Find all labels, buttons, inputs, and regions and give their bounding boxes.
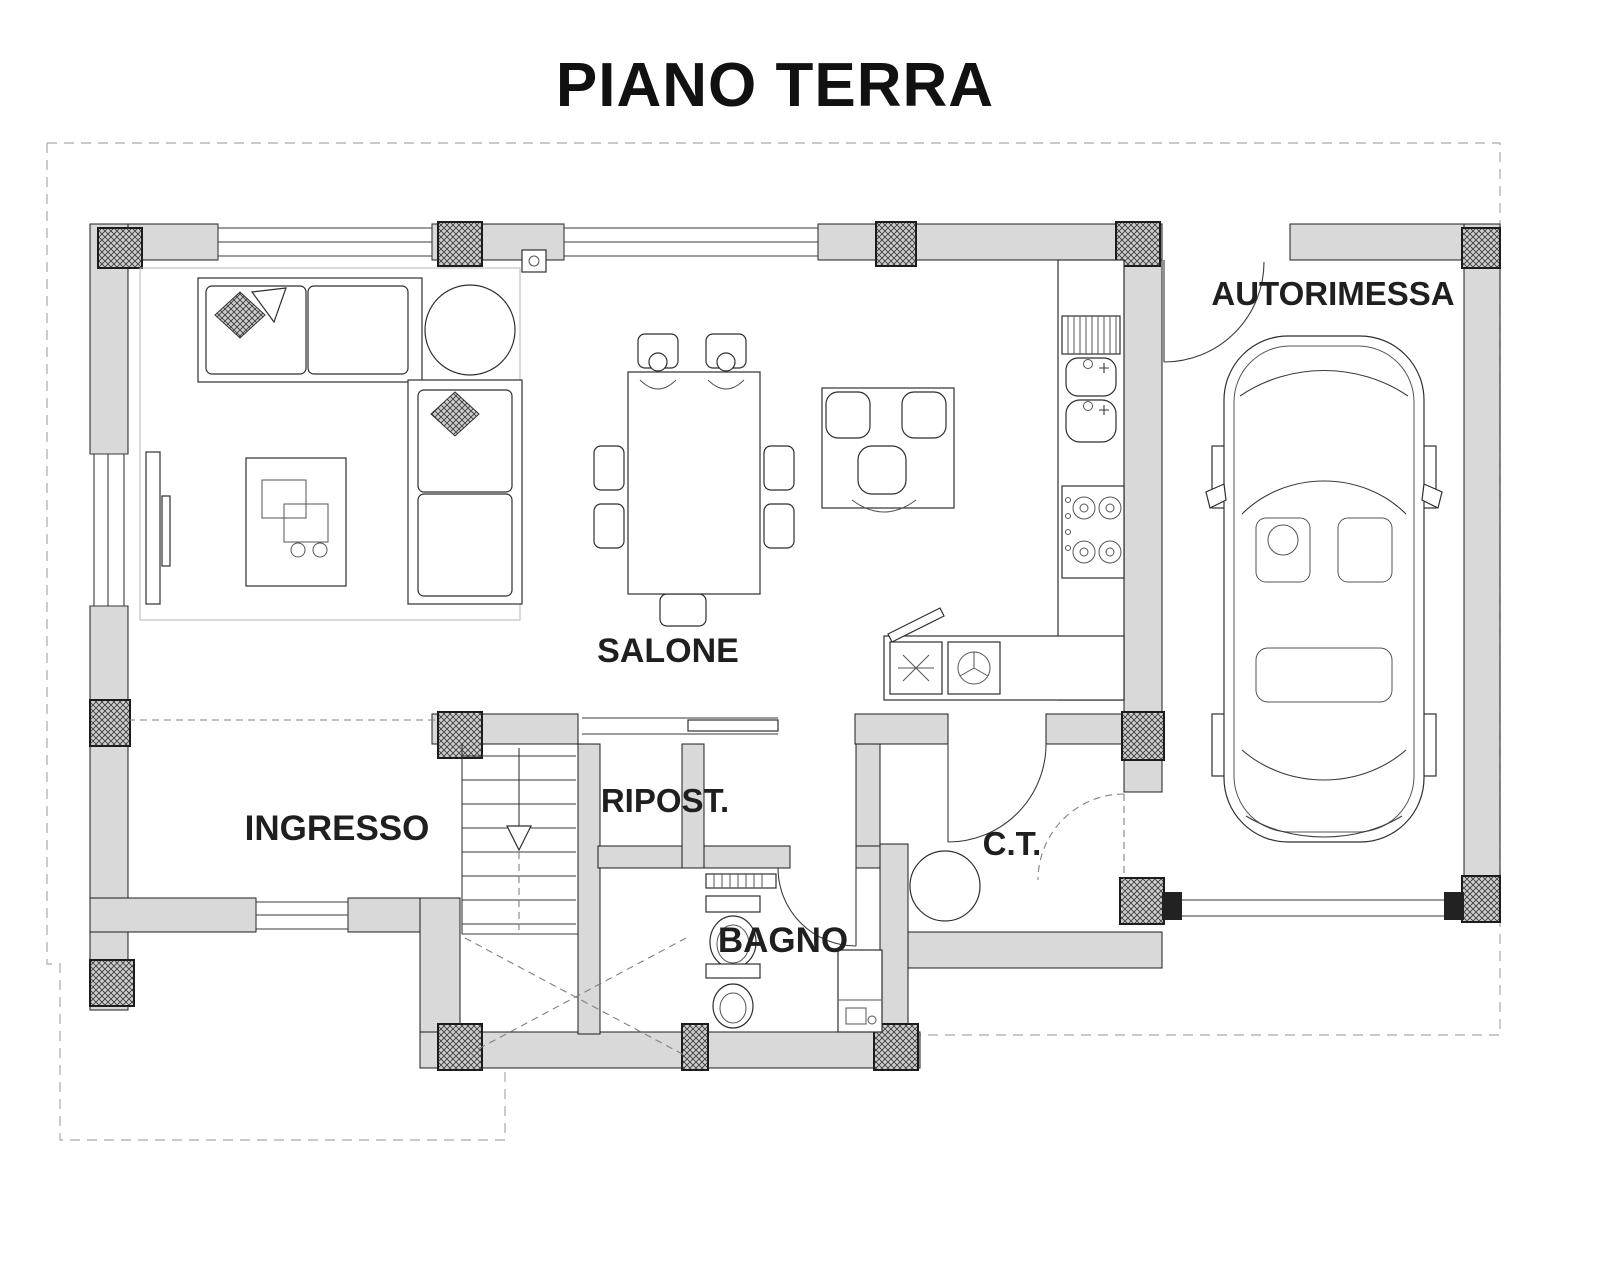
car — [1205, 335, 1443, 843]
corner-shelf — [887, 607, 945, 643]
pillow — [430, 391, 480, 437]
dining-table — [627, 371, 761, 595]
kitchen — [883, 259, 1125, 701]
sofa-vertical — [407, 379, 523, 605]
tv-unit — [145, 451, 171, 605]
plan-title: PIANO TERRA — [556, 51, 994, 120]
sofa-horizontal — [197, 277, 423, 383]
bathroom-fixtures — [705, 873, 883, 1033]
seated-person — [639, 352, 677, 390]
electrical-box — [521, 249, 547, 273]
round-side-table — [424, 284, 516, 376]
pocket-door — [582, 717, 779, 735]
dining-set — [593, 333, 795, 627]
side-table-set — [821, 387, 955, 513]
car-body — [1223, 335, 1425, 843]
chair — [659, 593, 707, 627]
living-area — [139, 267, 523, 621]
chair — [763, 445, 795, 491]
chair — [593, 503, 625, 549]
snowflake-icon — [898, 654, 934, 682]
steering-wheel — [1267, 524, 1299, 556]
kitchen-sink — [1065, 357, 1117, 443]
room-label-boiler: C.T. — [983, 825, 1042, 862]
toilet — [705, 895, 761, 969]
chair — [825, 391, 871, 439]
chair — [593, 445, 625, 491]
mirror — [1205, 483, 1227, 509]
radiator — [705, 873, 777, 889]
chair — [763, 503, 795, 549]
coffee-table — [245, 457, 347, 587]
chair — [857, 445, 907, 495]
doors-layer — [582, 260, 1265, 947]
rear-bench — [1255, 647, 1393, 703]
room-label-living: SALONE — [597, 632, 739, 670]
boiler-tank — [909, 850, 981, 922]
stairs — [461, 744, 687, 1057]
hood-line — [1239, 369, 1409, 397]
chair — [901, 391, 947, 439]
bathroom-door — [777, 867, 857, 947]
shower-column — [837, 949, 883, 1033]
room-labels: AUTORIMESSA SALONE INGRESSO RIPOST. C.T.… — [245, 275, 1455, 960]
rear-window — [1241, 749, 1407, 781]
pillow — [250, 287, 287, 324]
pillow — [214, 291, 266, 339]
boiler-room-door — [947, 743, 1047, 843]
void-cross-dashed — [464, 937, 687, 1057]
trunk-line — [1245, 815, 1403, 838]
seat — [1337, 517, 1393, 583]
seat — [1255, 517, 1311, 583]
room-label-garage: AUTORIMESSA — [1211, 275, 1454, 312]
garage-entry-door — [1163, 260, 1265, 363]
dish-rack — [1061, 315, 1121, 355]
mirror — [1421, 483, 1443, 509]
property-boundary — [46, 142, 1501, 1141]
bidet — [705, 963, 761, 1029]
stair-direction-arrow — [506, 825, 532, 852]
windshield — [1241, 480, 1407, 515]
room-label-storage: RIPOST. — [601, 782, 729, 819]
room-label-bathroom: BAGNO — [718, 921, 848, 960]
fan-icon — [957, 651, 991, 685]
seated-person — [707, 352, 745, 390]
pillars-layer — [89, 221, 1501, 1071]
room-label-entrance: INGRESSO — [245, 809, 430, 848]
fridge — [889, 641, 943, 695]
hood-appliance — [947, 641, 1001, 695]
cooktop — [1061, 485, 1125, 579]
garage-boiler-door-dashed — [1037, 793, 1125, 881]
windows-layer — [90, 224, 1464, 932]
